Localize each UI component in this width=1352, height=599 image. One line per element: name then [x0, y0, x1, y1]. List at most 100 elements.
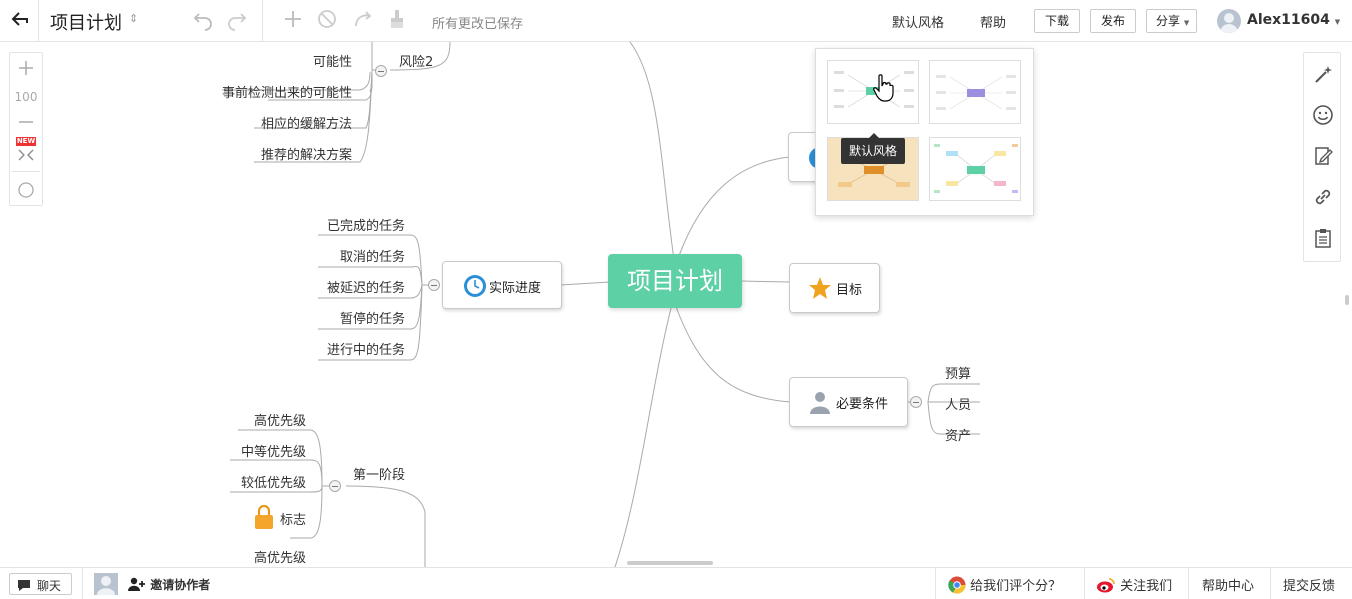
style-picker-popup: [815, 48, 1034, 216]
subtopic-label: 标志: [280, 513, 307, 528]
outline-view-icon[interactable]: [10, 181, 42, 203]
topic-label: 目标: [836, 283, 863, 298]
share-button-label: 分享: [1156, 14, 1181, 28]
delete-icon[interactable]: [314, 8, 340, 34]
subtopic[interactable]: 取消的任务: [340, 250, 406, 265]
note-edit-icon[interactable]: [1312, 145, 1334, 167]
style-thumb-colorful[interactable]: [929, 137, 1021, 201]
add-user-icon: [128, 577, 145, 591]
hand-cursor-icon: [873, 74, 894, 102]
subtopic[interactable]: 推荐的解决方案: [261, 148, 353, 163]
style-thumb-default[interactable]: [827, 60, 919, 124]
download-button[interactable]: 下载: [1034, 9, 1080, 33]
subtopic[interactable]: 进行中的任务: [327, 343, 406, 358]
subtopic[interactable]: 资产: [945, 429, 972, 444]
style-tooltip: 默认风格: [841, 133, 905, 164]
subtopic[interactable]: 预算: [945, 367, 972, 382]
mindmap-canvas[interactable]: 项目计划 风险2 可能性 事前检测出来的可能性 相应的缓解方法 推荐的解决方案 …: [0, 42, 1352, 567]
save-status: 所有更改已保存: [432, 17, 524, 32]
collapse-toggle[interactable]: [329, 480, 341, 492]
style-menu[interactable]: 默认风格: [892, 16, 945, 31]
subtopic[interactable]: 事前检测出来的可能性: [222, 86, 353, 101]
subtopic[interactable]: 相应的缓解方法: [261, 117, 353, 132]
clock-icon: [464, 275, 486, 297]
chat-label: 聊天: [37, 579, 62, 593]
divider: [1084, 568, 1085, 599]
link-icon[interactable]: [1312, 186, 1334, 208]
relationship-icon[interactable]: [350, 8, 376, 34]
username-label: Alex11604: [1247, 12, 1330, 28]
divider: [38, 0, 39, 42]
central-topic[interactable]: 项目计划: [608, 254, 742, 308]
fit-view-icon[interactable]: NEW: [10, 137, 42, 165]
right-tool-panel: [1303, 52, 1341, 262]
rate-us-link[interactable]: 给我们评个分？: [948, 575, 1061, 594]
divider: [82, 568, 83, 599]
divider: [12, 171, 40, 172]
subtopic[interactable]: 已完成的任务: [327, 219, 406, 234]
topic-risk2[interactable]: 风险2: [399, 55, 434, 70]
undo-icon[interactable]: [190, 8, 216, 34]
caret-down-icon: ▼: [1334, 18, 1341, 26]
topic-requirements[interactable]: 必要条件: [789, 377, 908, 427]
collapse-toggle[interactable]: [375, 65, 387, 77]
horizontal-scrollbar[interactable]: [627, 561, 713, 565]
redo-icon[interactable]: [224, 8, 250, 34]
invite-collaborator-link[interactable]: 邀请协作者: [128, 576, 210, 593]
feedback-link[interactable]: 提交反馈: [1283, 579, 1336, 594]
topic-goal[interactable]: 目标: [789, 263, 880, 313]
bottom-bar: 聊天 邀请协作者 给我们评个分？ 关注我们 帮助中心 提交反馈: [0, 567, 1352, 599]
divider: [1270, 568, 1271, 599]
username[interactable]: Alex11604 ▼: [1247, 12, 1340, 28]
help-menu[interactable]: 帮助: [980, 16, 1007, 31]
clipboard-icon[interactable]: [1312, 227, 1334, 249]
lock-icon: [255, 504, 273, 529]
subtopic[interactable]: 中等优先级: [241, 445, 307, 460]
chat-bubble-icon: [18, 580, 30, 591]
collapse-toggle[interactable]: [910, 396, 922, 408]
back-arrow-icon[interactable]: [10, 9, 32, 31]
format-brush-icon[interactable]: [384, 8, 410, 34]
subtopic[interactable]: 暂停的任务: [340, 312, 406, 327]
top-toolbar: 项目计划 ⇕ 所有更改已保存 默认风格 帮助 下载 发布 分享 ▼ Alex11…: [0, 0, 1352, 42]
help-center-link[interactable]: 帮助中心: [1202, 579, 1255, 594]
collapse-toggle[interactable]: [428, 279, 440, 291]
vertical-scrollbar[interactable]: [1345, 295, 1349, 305]
subtopic[interactable]: 较低优先级: [241, 476, 307, 491]
thumb-preview: [838, 157, 910, 187]
subtopic[interactable]: 高优先级: [254, 414, 307, 429]
subtopic[interactable]: 人员: [945, 398, 972, 413]
subtopic[interactable]: 被延迟的任务: [327, 281, 406, 296]
zoom-out-icon[interactable]: [10, 113, 42, 135]
avatar[interactable]: [1217, 9, 1241, 33]
title-sort-icon[interactable]: ⇕: [129, 12, 139, 25]
follow-us-link[interactable]: 关注我们: [1096, 575, 1172, 594]
topic-label: 必要条件: [836, 397, 889, 412]
topic-label: 实际进度: [489, 281, 542, 296]
subtopic[interactable]: 可能性: [313, 55, 353, 70]
connector-lines: [222, 42, 980, 567]
chat-button[interactable]: 聊天: [9, 573, 72, 595]
new-badge: NEW: [16, 137, 36, 146]
divider: [1188, 568, 1189, 599]
divider: [935, 568, 936, 599]
subtopic[interactable]: 高优先级: [254, 551, 307, 566]
add-topic-icon[interactable]: [280, 8, 306, 34]
topic-actual-progress[interactable]: 实际进度: [442, 261, 562, 309]
thumb-preview: [936, 75, 1016, 110]
zoom-panel: 100 NEW: [9, 52, 43, 206]
publish-button[interactable]: 发布: [1090, 9, 1136, 33]
divider: [262, 0, 263, 42]
smiley-icon[interactable]: [1312, 104, 1334, 126]
caret-down-icon: ▼: [1183, 19, 1190, 27]
invite-label: 邀请协作者: [150, 578, 211, 592]
magic-wand-icon[interactable]: [1312, 63, 1334, 85]
share-button[interactable]: 分享 ▼: [1146, 9, 1197, 33]
zoom-in-icon[interactable]: [10, 59, 42, 81]
style-thumb-purple[interactable]: [929, 60, 1021, 124]
rate-us-label: 给我们评个分？: [970, 579, 1062, 594]
collaborator-avatar: [94, 573, 118, 595]
document-title[interactable]: 项目计划: [50, 13, 122, 34]
topic-phase1[interactable]: 第一阶段: [353, 468, 406, 483]
thumb-preview: [934, 144, 1018, 193]
